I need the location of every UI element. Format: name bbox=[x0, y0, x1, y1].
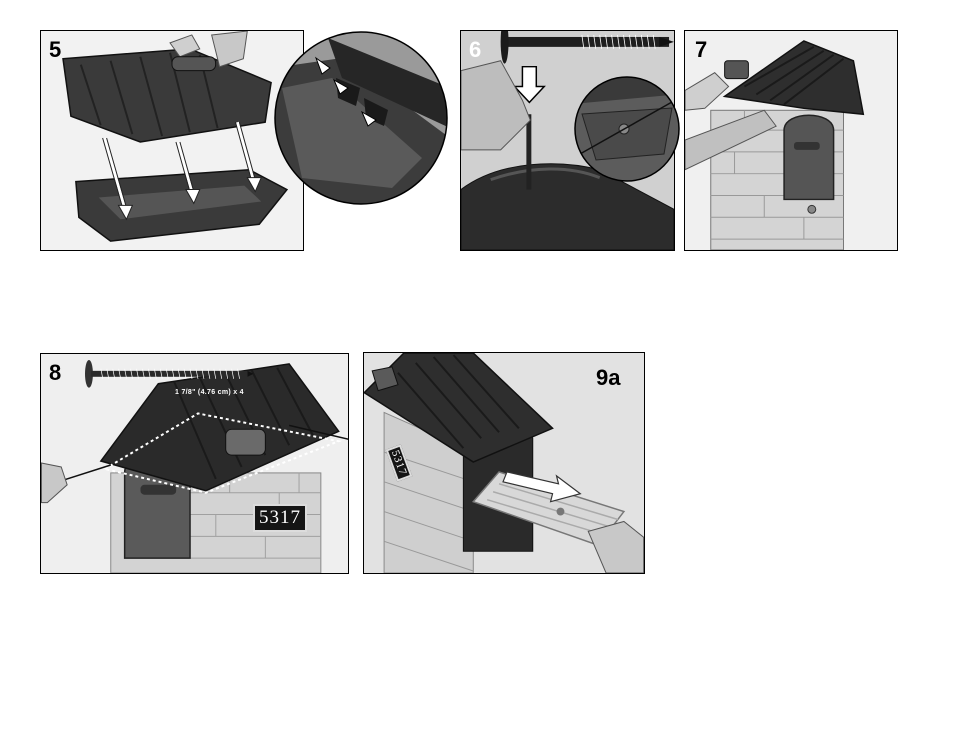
step-5-detail-circle bbox=[272, 28, 450, 208]
step-7-panel: 7 bbox=[684, 30, 898, 251]
step-9a-number: 9a bbox=[596, 367, 620, 389]
house-number-plaque: 5317 bbox=[253, 504, 307, 532]
arm-left bbox=[685, 73, 729, 111]
step-5-panel: 5 bbox=[40, 30, 304, 251]
screw-shaft bbox=[91, 371, 250, 377]
step-6-detail-circle bbox=[572, 74, 682, 184]
hand bbox=[41, 463, 67, 503]
step-7-illustration bbox=[685, 31, 897, 250]
step-9a-panel: 9a 5317 bbox=[363, 352, 645, 574]
step-8-illustration bbox=[41, 354, 348, 573]
screw-shaft bbox=[503, 37, 669, 47]
step-5-number: 5 bbox=[49, 39, 61, 61]
step-8-number: 8 bbox=[49, 362, 61, 384]
roof-handle bbox=[172, 57, 216, 71]
screw-spec-label: 1 7/8" (4.76 cm) x 4 bbox=[175, 389, 244, 396]
step-6-number: 6 bbox=[469, 39, 481, 61]
step-5-illustration bbox=[41, 31, 303, 250]
hand bbox=[588, 521, 643, 573]
roof-handle bbox=[725, 61, 749, 79]
step-7-number: 7 bbox=[695, 39, 707, 61]
roof bbox=[101, 364, 339, 491]
mailbox-door bbox=[784, 115, 834, 199]
step-8-panel: 8 1 7/8" (4.76 cm) x 4 5317 bbox=[40, 353, 349, 574]
roof-handle bbox=[226, 429, 266, 455]
